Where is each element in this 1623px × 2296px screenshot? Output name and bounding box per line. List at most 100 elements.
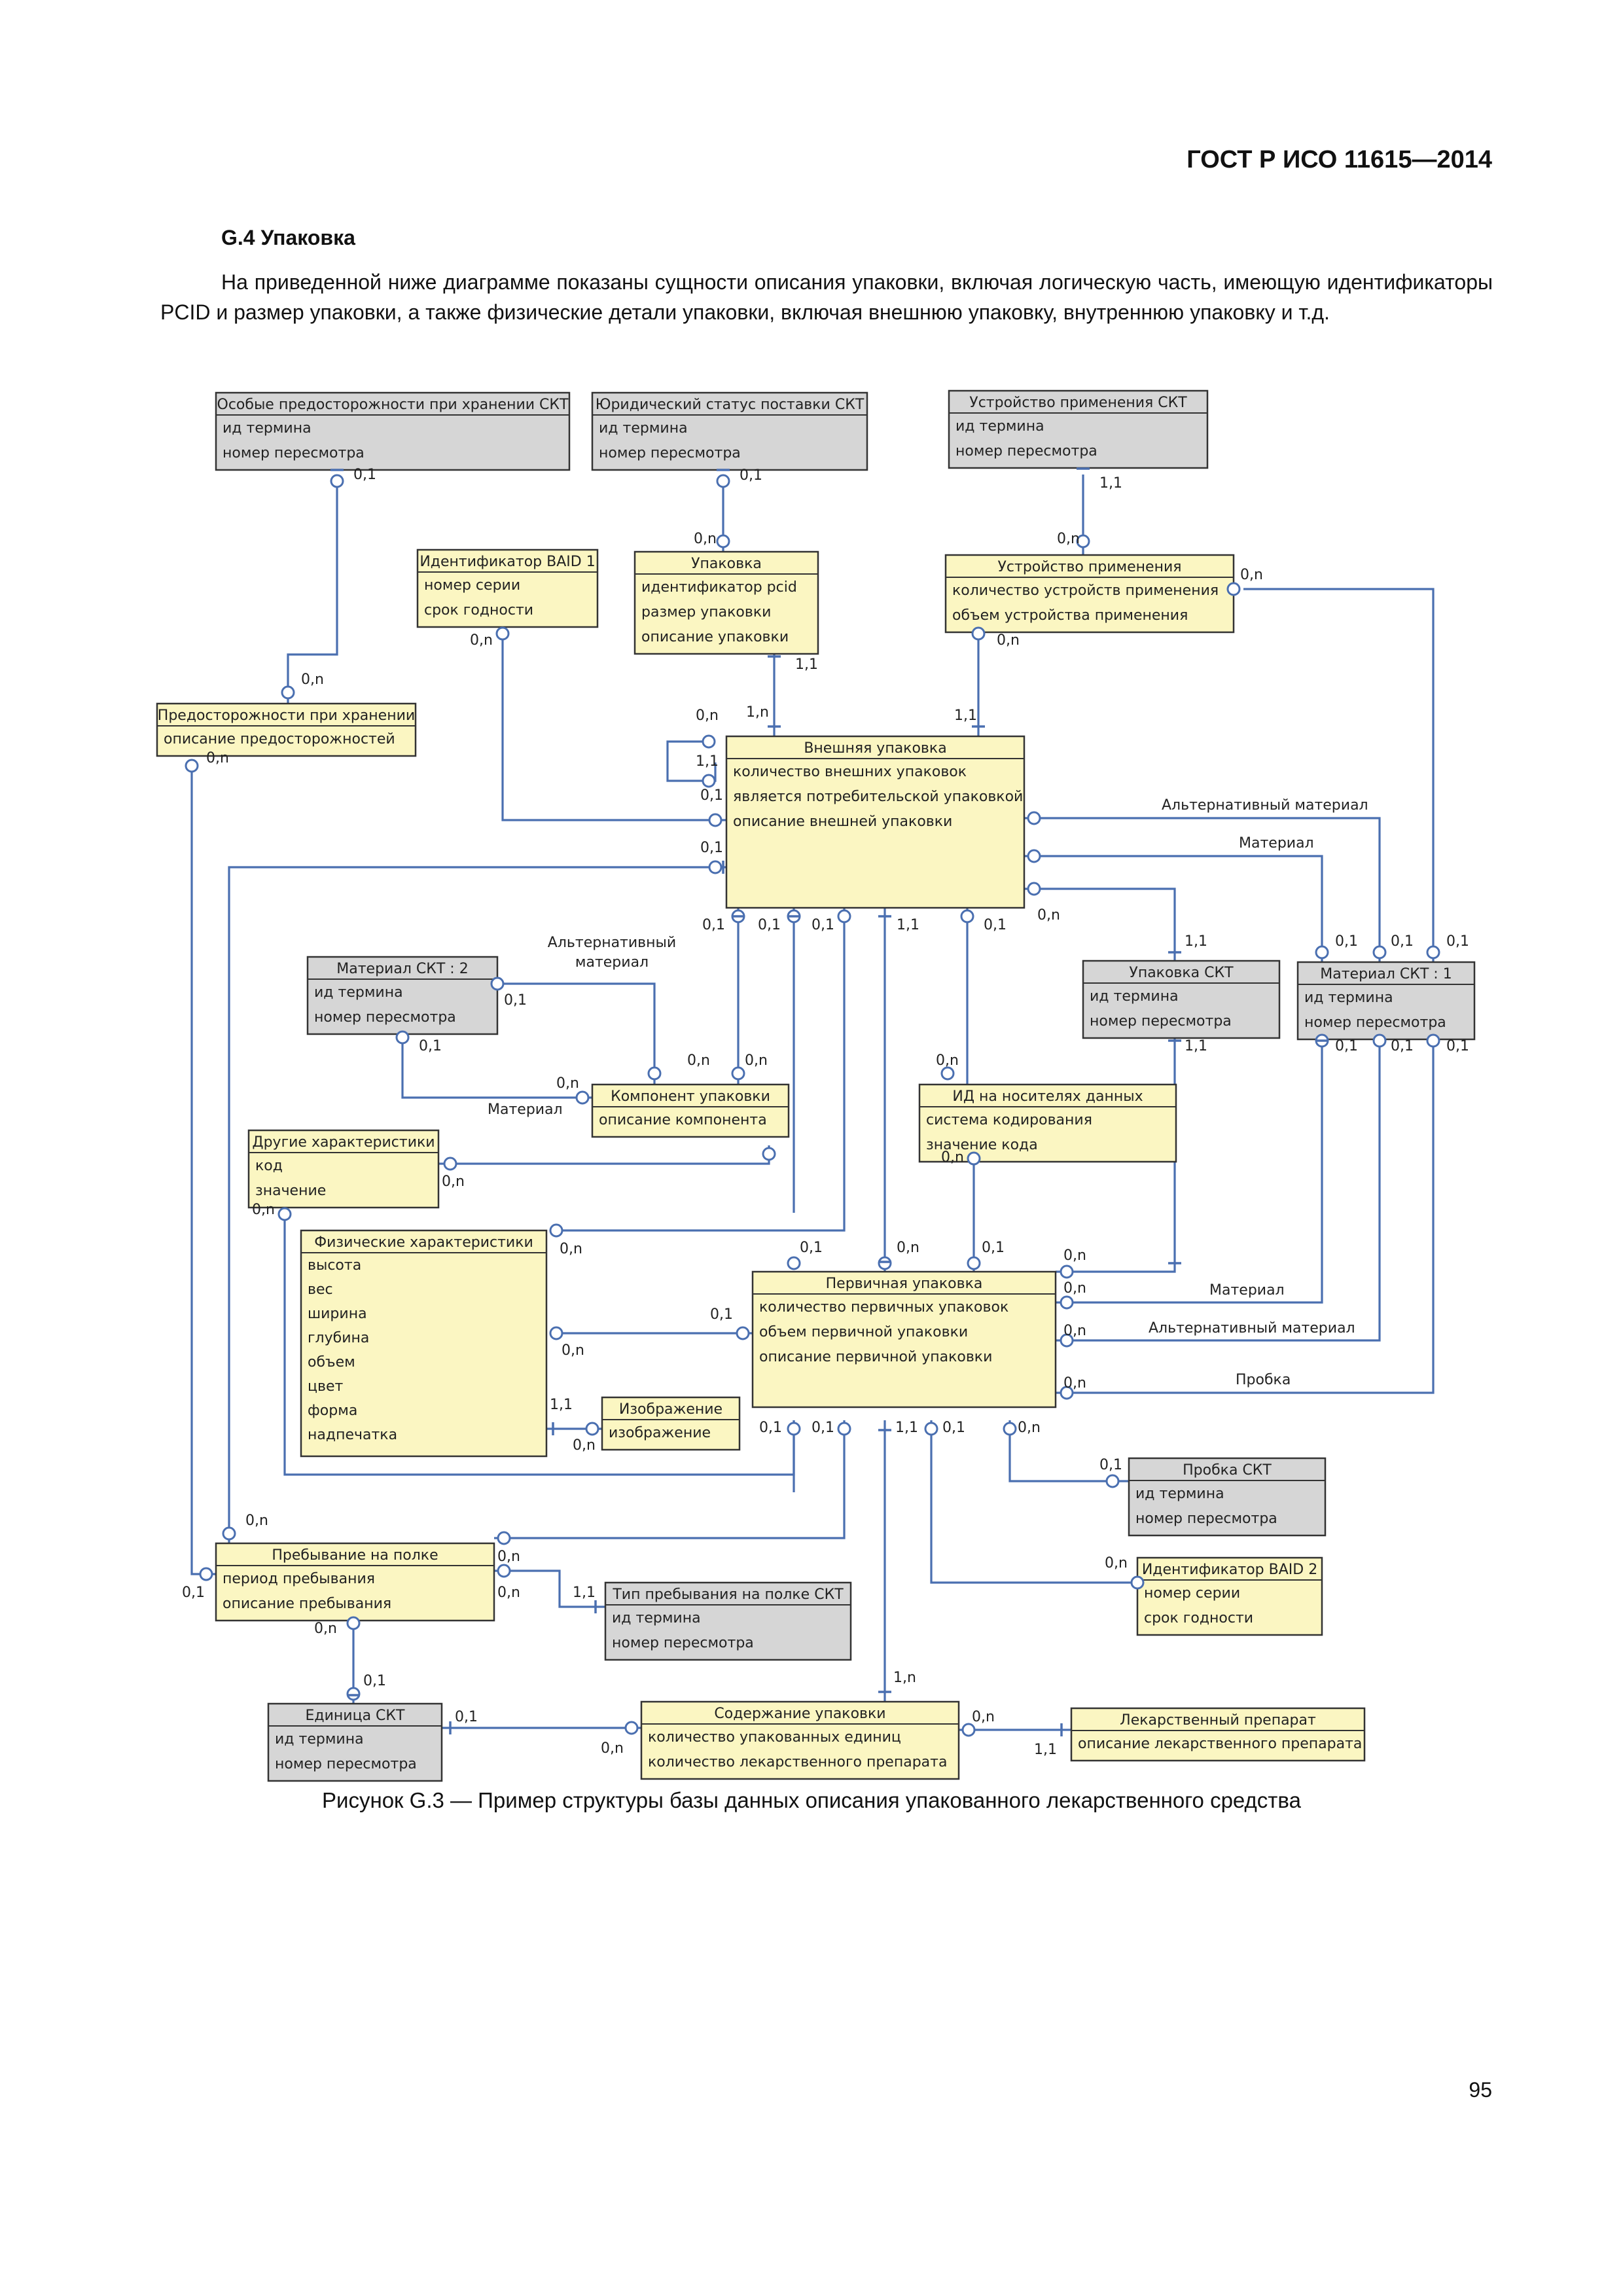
- entity-attribute: надпечатка: [308, 1427, 397, 1443]
- entity-attribute: цвет: [308, 1378, 343, 1395]
- entity-attribute: вес: [308, 1282, 333, 1298]
- entity-box: [156, 702, 417, 757]
- entity-title: Содержание упаковки: [714, 1706, 885, 1722]
- entity-attribute: количество внешних упаковок: [733, 764, 967, 780]
- optional-marker: [1130, 1575, 1145, 1590]
- entity-box: [267, 1702, 443, 1782]
- cardinality-label: 0,n: [470, 632, 493, 649]
- entity-title: Предосторожности при хранении: [158, 708, 415, 724]
- cardinality-label: 1,1: [696, 753, 719, 770]
- entity-attribute: высота: [308, 1257, 361, 1274]
- cardinality-label: 0,1: [942, 1420, 965, 1436]
- cardinality-label: 0,n: [745, 1052, 768, 1069]
- optional-marker: [1226, 582, 1241, 596]
- entity-attribute: ид термина: [1304, 990, 1393, 1006]
- optional-marker: [395, 1030, 410, 1045]
- cardinality-label: 1,1: [550, 1397, 573, 1413]
- optional-marker: [497, 1531, 511, 1545]
- optional-marker: [1027, 811, 1041, 825]
- optional-marker: [1060, 1386, 1074, 1400]
- optional-marker: [1426, 1033, 1440, 1048]
- entity-attribute: номер пересмотра: [955, 443, 1097, 459]
- entity-box: [247, 1129, 440, 1209]
- entity-box: [215, 391, 571, 471]
- cardinality-label: 0,n: [936, 1052, 959, 1069]
- entity-attribute: номер пересмотра: [275, 1756, 417, 1772]
- relationship-line: [1056, 1037, 1323, 1304]
- entity-title: Особые предосторожности при хранении СКТ: [217, 397, 569, 413]
- entity-title: Другие характеристики: [252, 1134, 435, 1151]
- optional-marker: [971, 626, 986, 641]
- entity-box: [948, 389, 1209, 469]
- entity-attribute: описание компонента: [599, 1112, 767, 1128]
- cardinality-label: 0,1: [455, 1709, 478, 1725]
- entity-attribute: ид термина: [223, 420, 312, 437]
- optional-marker: [222, 1526, 236, 1541]
- cardinality-label: 0,n: [687, 1052, 710, 1069]
- optional-marker: [624, 1721, 639, 1735]
- optional-marker: [708, 860, 722, 874]
- relationship-line: [287, 476, 338, 704]
- cardinality-label: 0,1: [982, 1240, 1005, 1256]
- cardinality-label: 0,1: [1099, 1457, 1122, 1473]
- cardinality-label: 0,n: [497, 1585, 520, 1601]
- relationship-line: [1008, 1420, 1129, 1482]
- entity-title: Физические характеристики: [314, 1234, 533, 1251]
- optional-marker: [1372, 1033, 1387, 1048]
- cardinality-label: 0,n: [560, 1241, 582, 1257]
- optional-marker: [1076, 534, 1090, 548]
- cardinality-label: 0,1: [800, 1240, 823, 1256]
- entity-box: [725, 735, 1026, 909]
- entity-attribute: объем: [308, 1354, 355, 1371]
- cardinality-label: 0,1: [984, 917, 1007, 933]
- relationship-labels: 0,1 0,1 1,1 0,n 0,n 0,n 0,n 0,n 0,n 0,n 0,n 1,1 0,1 0…: [182, 467, 1469, 1758]
- entity-attribute: система кодирования: [926, 1112, 1092, 1128]
- cardinality-label: 0,n: [301, 672, 324, 688]
- cardinality-symbols: [185, 467, 1440, 1737]
- cardinality-label: 0,n: [562, 1342, 584, 1359]
- entity-attribute: значение: [255, 1183, 326, 1199]
- entity-boxes: Особые предосторожности при хранении СКТ…: [156, 389, 1476, 1782]
- relationship-line: [1024, 817, 1381, 962]
- entity-attribute: ид термина: [955, 418, 1044, 435]
- cardinality-label: 0,1: [1391, 1038, 1414, 1054]
- optional-marker: [736, 1326, 750, 1340]
- entity-title: Первичная упаковка: [826, 1276, 983, 1292]
- cardinality-label: 0,1: [182, 1585, 205, 1601]
- cardinality-label: 0,n: [245, 1513, 268, 1529]
- entity-idnos: ИД на носителях данных система кодировани…: [918, 1083, 1177, 1163]
- entity-attribute: ширина: [308, 1306, 367, 1322]
- entity-attribute: объем устройства применения: [952, 607, 1188, 624]
- entity-title: Упаковка: [691, 556, 762, 572]
- entity-attribute: значение кода: [926, 1137, 1038, 1153]
- entity-attribute: ид термина: [314, 984, 403, 1001]
- cardinality-label: 0,1: [702, 917, 725, 933]
- entity-title: Компонент упаковки: [611, 1088, 770, 1105]
- optional-marker: [837, 1422, 851, 1436]
- entity-attribute: срок годности: [1144, 1610, 1253, 1626]
- cardinality-label: 0,n: [997, 632, 1020, 649]
- entity-title: Тип пребывания на полке СКТ: [612, 1587, 844, 1603]
- entity-title: ИД на носителях данных: [952, 1088, 1143, 1105]
- intro-paragraph: На приведенной ниже диаграмме показаны с…: [160, 270, 1493, 324]
- optional-marker: [960, 909, 974, 924]
- entity-title: Материал СКТ : 1: [1320, 966, 1452, 982]
- relationship-lines: [190, 475, 1435, 1731]
- optional-marker: [1027, 882, 1041, 896]
- relationship-name: Материал: [1239, 835, 1314, 852]
- cardinality-label: 0,n: [941, 1149, 964, 1166]
- entity-attribute: глубина: [308, 1330, 369, 1346]
- optional-marker: [716, 534, 730, 548]
- optional-marker: [924, 1422, 938, 1436]
- entity-attribute: форма: [308, 1403, 357, 1419]
- relationship-name: Материал: [488, 1102, 563, 1118]
- optional-marker: [490, 977, 505, 991]
- optional-marker: [1027, 849, 1041, 863]
- cardinality-label: 0,n: [1063, 1280, 1086, 1297]
